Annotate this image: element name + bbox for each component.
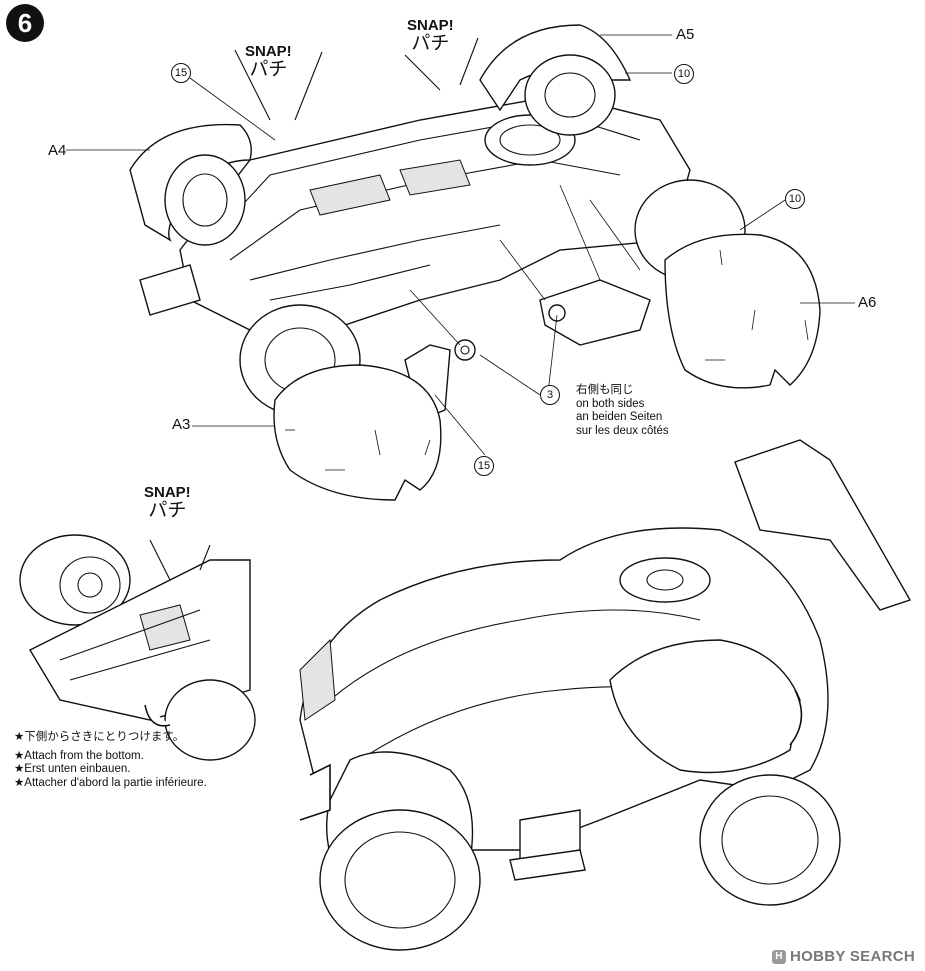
both-sides-de: an beiden Seiten — [576, 411, 663, 423]
callout-10-right: 10 — [785, 189, 805, 209]
snap-label-right: SNAP! パチ — [407, 17, 454, 54]
both-sides-fr: sur les deux côtés — [576, 424, 669, 437]
watermark-text: HOBBY SEARCH — [789, 948, 915, 965]
bottom-note-fr: ★Attacher d'abord la partie inférieure. — [14, 776, 207, 789]
step-number: 6 — [17, 7, 33, 38]
snap-label-jp: パチ — [411, 33, 450, 54]
underside-detail-view — [0, 534, 256, 761]
step-number-badge: 6 — [6, 4, 44, 42]
part-label-a4: A4 — [48, 142, 67, 159]
part-label-a6: A6 — [858, 294, 877, 311]
callout-10-top: 10 — [674, 64, 694, 84]
bottom-attach-note: ★下側からさきにとりつけます。 ★Attach from the bottom.… — [14, 731, 207, 790]
bottom-note-en: ★Attach from the bottom. — [14, 749, 144, 762]
callout-15-top: 15 — [171, 63, 191, 83]
callout-15-bottom: 15 — [474, 456, 494, 476]
snap-label-left: SNAP! パチ — [245, 43, 292, 80]
assembled-car-view — [299, 439, 912, 951]
chassis-exploded-view — [66, 24, 855, 501]
both-sides-jp: 右側も同じ — [576, 384, 634, 396]
snap-label-en: SNAP! — [245, 43, 292, 60]
bottom-note-de: ★Erst unten einbauen. — [14, 763, 131, 775]
part-label-a5: A5 — [676, 26, 695, 43]
snap-label-bottom: SNAP! パチ — [144, 484, 191, 521]
watermark: H HOBBY SEARCH — [771, 948, 915, 965]
snap-label-jp: パチ — [148, 500, 187, 521]
bottom-note-jp: ★下側からさきにとりつけます。 — [14, 731, 185, 743]
snap-label-en: SNAP! — [407, 17, 454, 34]
callout-3: 3 — [540, 385, 560, 405]
snap-label-en: SNAP! — [144, 484, 191, 501]
both-sides-en: on both sides — [576, 397, 645, 410]
watermark-logo-icon: H — [771, 949, 786, 964]
part-label-a3: A3 — [172, 416, 191, 433]
snap-label-jp: パチ — [249, 59, 288, 80]
both-sides-note: 右側も同じ on both sides an beiden Seiten sur… — [576, 384, 669, 438]
